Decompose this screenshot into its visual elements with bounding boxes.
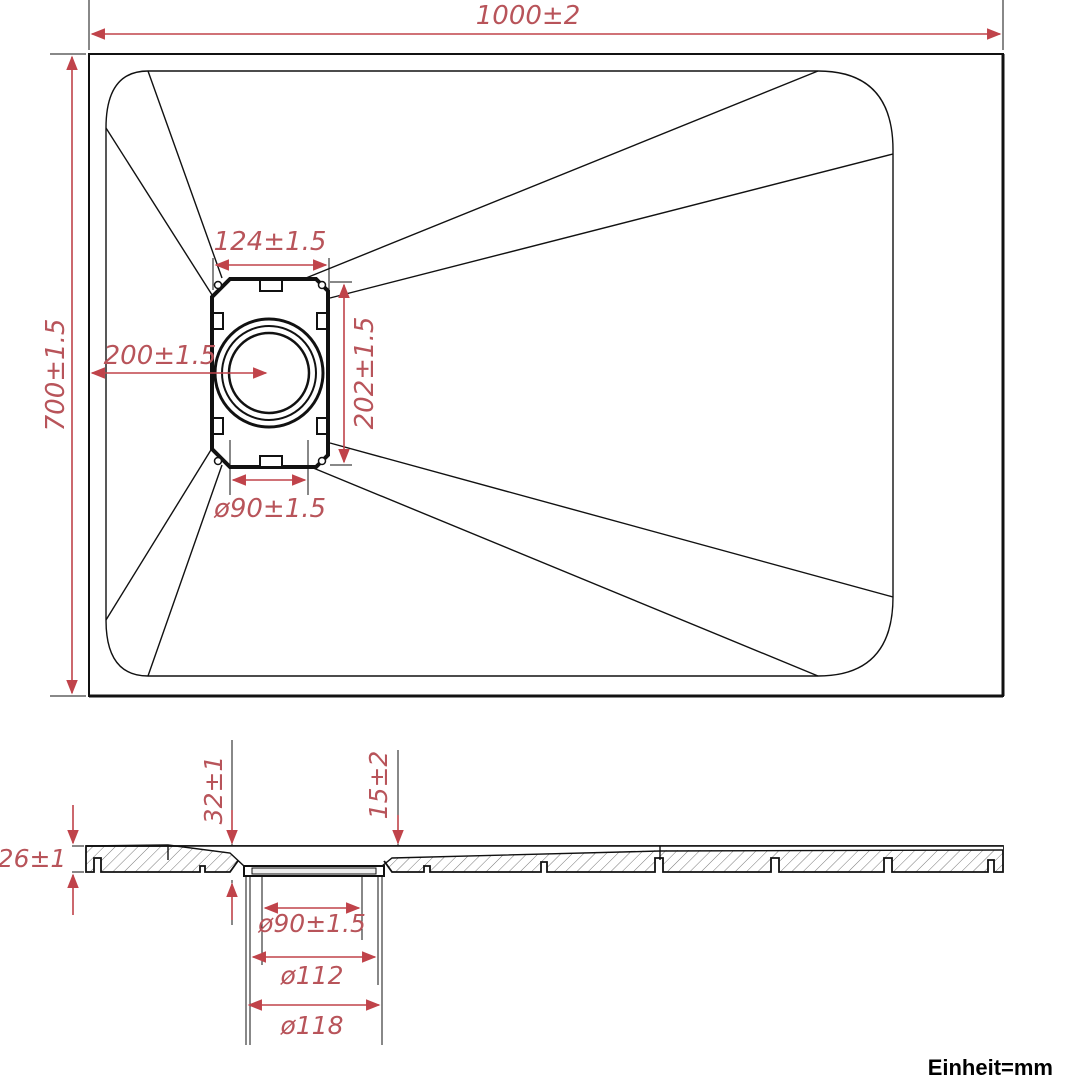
screw-icon bbox=[213, 280, 223, 290]
unit-label: Einheit=mm bbox=[928, 1055, 1053, 1080]
section-view: 32±1 15±2 26±1 ø90±1.5 ø112 ø118 bbox=[0, 740, 1004, 1045]
drain-diameter-label: ø90±1.5 bbox=[213, 494, 326, 524]
depth-15-label: 15±2 bbox=[364, 751, 393, 820]
length-dimension-label: 700±1.5 bbox=[41, 319, 71, 432]
drain-offset-label: 200±1.5 bbox=[104, 341, 217, 371]
drain-plate-height-label: 202±1.5 bbox=[350, 317, 380, 430]
screw-icon bbox=[213, 456, 223, 466]
screw-icon bbox=[317, 280, 327, 290]
width-dimension-label: 1000±2 bbox=[476, 1, 581, 31]
top-view: 1000±2 700±1.5 124±1.5 200±1.5 202±1.5 ø… bbox=[41, 0, 1005, 698]
screw-icon bbox=[317, 456, 327, 466]
section-diameter-112-label: ø112 bbox=[279, 961, 343, 990]
section-diameter-118-label: ø118 bbox=[279, 1011, 343, 1040]
drain-plate-width-label: 124±1.5 bbox=[214, 227, 327, 257]
depth-32-label: 32±1 bbox=[199, 756, 228, 825]
thickness-label: 26±1 bbox=[0, 844, 66, 873]
slope-lines bbox=[105, 70, 894, 677]
basin-outline bbox=[105, 70, 894, 677]
section-diameter-90-label: ø90±1.5 bbox=[257, 909, 366, 938]
